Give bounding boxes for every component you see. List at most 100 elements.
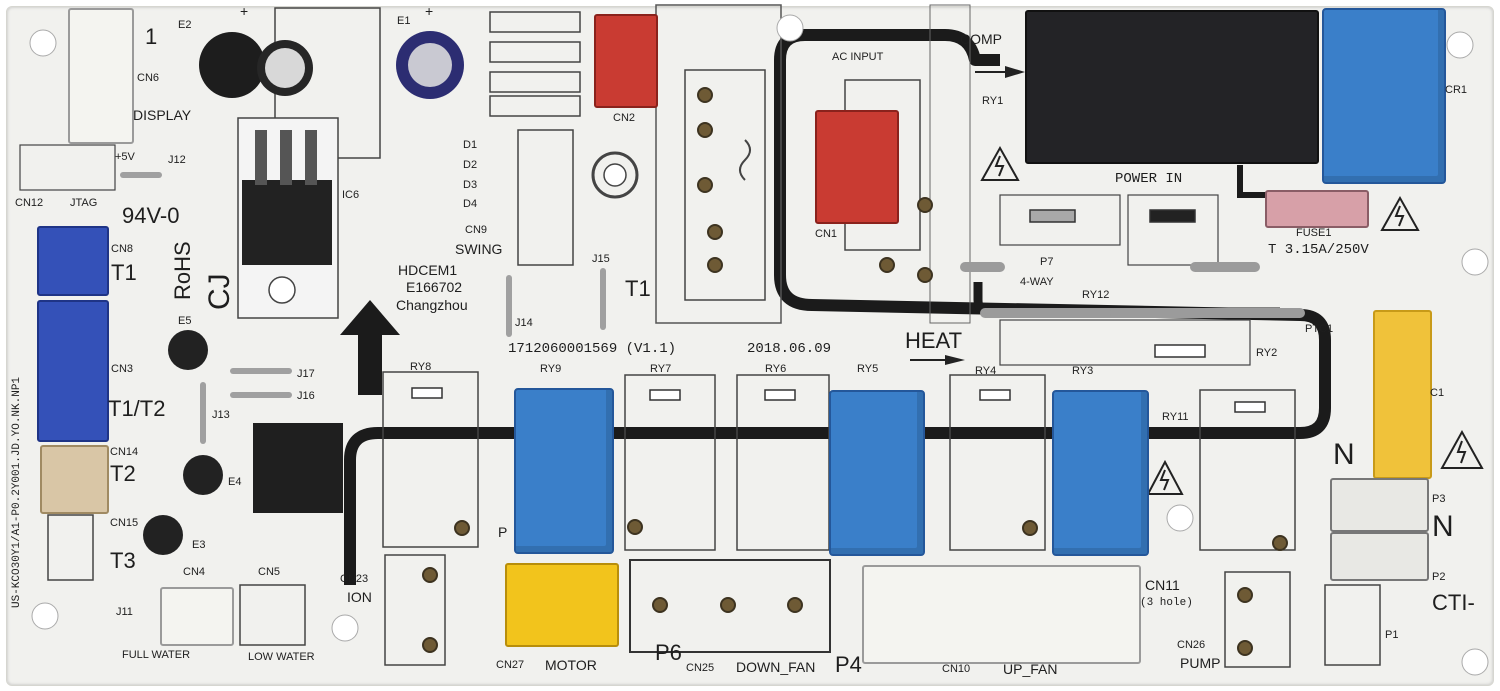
label-p3: P3	[1432, 493, 1446, 505]
label-fuse-rating: T 3.15A/250V	[1268, 242, 1369, 258]
label-t2: T2	[110, 461, 136, 486]
label-heat: HEAT	[905, 328, 963, 353]
label-cn1: CN1	[815, 228, 838, 240]
relay-cr1	[1322, 8, 1446, 184]
label-e3: E3	[192, 539, 206, 551]
label-three-hole: (3 hole)	[1140, 597, 1193, 609]
label-p7: P7	[1040, 256, 1054, 268]
label-j16: J16	[297, 390, 315, 402]
label-p2: P2	[1432, 571, 1446, 583]
label-94v0: 94V-0	[122, 203, 180, 228]
label-c1: C1	[1430, 387, 1445, 399]
label-j17: J17	[297, 368, 315, 380]
label-n-bottom: N	[1432, 510, 1454, 543]
label-p1: P1	[1385, 629, 1399, 641]
label-fuse1: FUSE1	[1296, 227, 1332, 239]
transistor-e5	[168, 330, 208, 370]
label-cn4: CN4	[183, 566, 206, 578]
relay-ry5	[829, 390, 925, 556]
connector-cn6	[68, 8, 134, 144]
relay-ry3	[1052, 390, 1149, 556]
label-full-water: FULL WATER	[122, 649, 191, 661]
label-comp: COMP	[960, 31, 1002, 47]
label-d4: D4	[463, 198, 478, 210]
label-t1-left: T1	[111, 260, 137, 285]
label-p: P	[498, 524, 508, 540]
label-e2: E2	[178, 19, 192, 31]
label-t1t2: T1/T2	[108, 396, 166, 421]
label-ry8: RY8	[410, 361, 432, 373]
label-city: Changzhou	[396, 297, 468, 313]
label-pump: PUMP	[1180, 655, 1221, 671]
relay-ry9	[514, 388, 614, 554]
label-cn15: CN15	[110, 517, 139, 529]
label-cn27: CN27	[496, 659, 525, 671]
label-side-code: US-KCO30Y1/A1-P0.2Y001.JD.YO.NK.NP1	[11, 376, 23, 608]
label-cn5: CN5	[258, 566, 281, 578]
label-t1-mid: T1	[625, 276, 651, 301]
compressor-relay	[1025, 10, 1319, 164]
label-d1: D1	[463, 139, 478, 151]
connector-cn11	[862, 565, 1141, 664]
label-ic6: IC6	[342, 189, 360, 201]
label-cj: CJ	[203, 273, 236, 310]
label-date: 2018.06.09	[747, 341, 832, 357]
label-j14: J14	[515, 317, 533, 329]
label-cti: CTI-	[1432, 590, 1475, 615]
connector-cn2	[594, 14, 658, 108]
label-ion: ION	[347, 589, 372, 605]
label-circle-1: 1	[145, 24, 158, 49]
label-ry7: RY7	[650, 363, 672, 375]
label-power-in: POWER IN	[1115, 171, 1183, 187]
connector-cn8	[37, 226, 109, 296]
connector-cn3	[37, 300, 109, 442]
terminal-p3	[1330, 478, 1429, 532]
connector-cn4	[160, 587, 234, 646]
label-down-fan: DOWN_FAN	[736, 659, 816, 675]
label-cn10: CN10	[942, 663, 971, 675]
label-p4: P4	[835, 652, 862, 677]
label-ry12: RY12	[1082, 289, 1110, 301]
label-cr1: CR1	[1445, 84, 1468, 96]
label-cn26: CN26	[1177, 639, 1206, 651]
label-ry6: RY6	[765, 363, 787, 375]
label-plus-e2: +	[240, 3, 249, 19]
label-jtag: JTAG	[70, 197, 98, 209]
label-cn12: CN12	[15, 197, 44, 209]
label-rohs: RoHS	[170, 241, 195, 300]
label-up-fan: UP_FAN	[1003, 661, 1058, 677]
label-cn25: CN25	[686, 662, 715, 674]
label-cn3: CN3	[111, 363, 134, 375]
label-cn14: CN14	[110, 446, 139, 458]
label-plus5v: +5V	[115, 151, 135, 163]
label-serial: 1712060001569 (V1.1)	[508, 341, 677, 357]
label-j12: J12	[168, 154, 186, 166]
connector-cn27	[505, 563, 619, 647]
label-ry11: RY11	[1162, 411, 1189, 423]
capacitor-c1	[1373, 310, 1432, 479]
label-motor: MOTOR	[545, 657, 597, 673]
label-ry3: RY3	[1072, 365, 1094, 377]
label-cn11: CN11	[1145, 577, 1180, 593]
label-ry5: RY5	[857, 363, 879, 375]
label-e5: E5	[178, 315, 192, 327]
label-low-water: LOW WATER	[248, 651, 315, 663]
label-d3: D3	[463, 179, 478, 191]
label-4way: 4-WAY	[1020, 276, 1054, 288]
terminal-p2	[1330, 532, 1429, 581]
label-display: DISPLAY	[133, 107, 192, 123]
connector-cn1	[815, 110, 899, 224]
label-swing: SWING	[455, 241, 503, 257]
connector-cn14	[40, 445, 109, 514]
label-j11: J11	[116, 606, 133, 618]
label-ry9: RY9	[540, 363, 562, 375]
label-n-top: N	[1333, 438, 1355, 471]
label-t3: T3	[110, 548, 136, 573]
label-j15: J15	[592, 253, 610, 265]
label-cn6: CN6	[137, 72, 160, 84]
label-cn23: CN23	[340, 573, 369, 585]
label-ul-mark: HDCEM1	[398, 262, 458, 278]
label-plus-e1: +	[425, 3, 434, 19]
label-ac-input: AC INPUT	[832, 51, 884, 63]
label-ry1: RY1	[982, 95, 1004, 107]
